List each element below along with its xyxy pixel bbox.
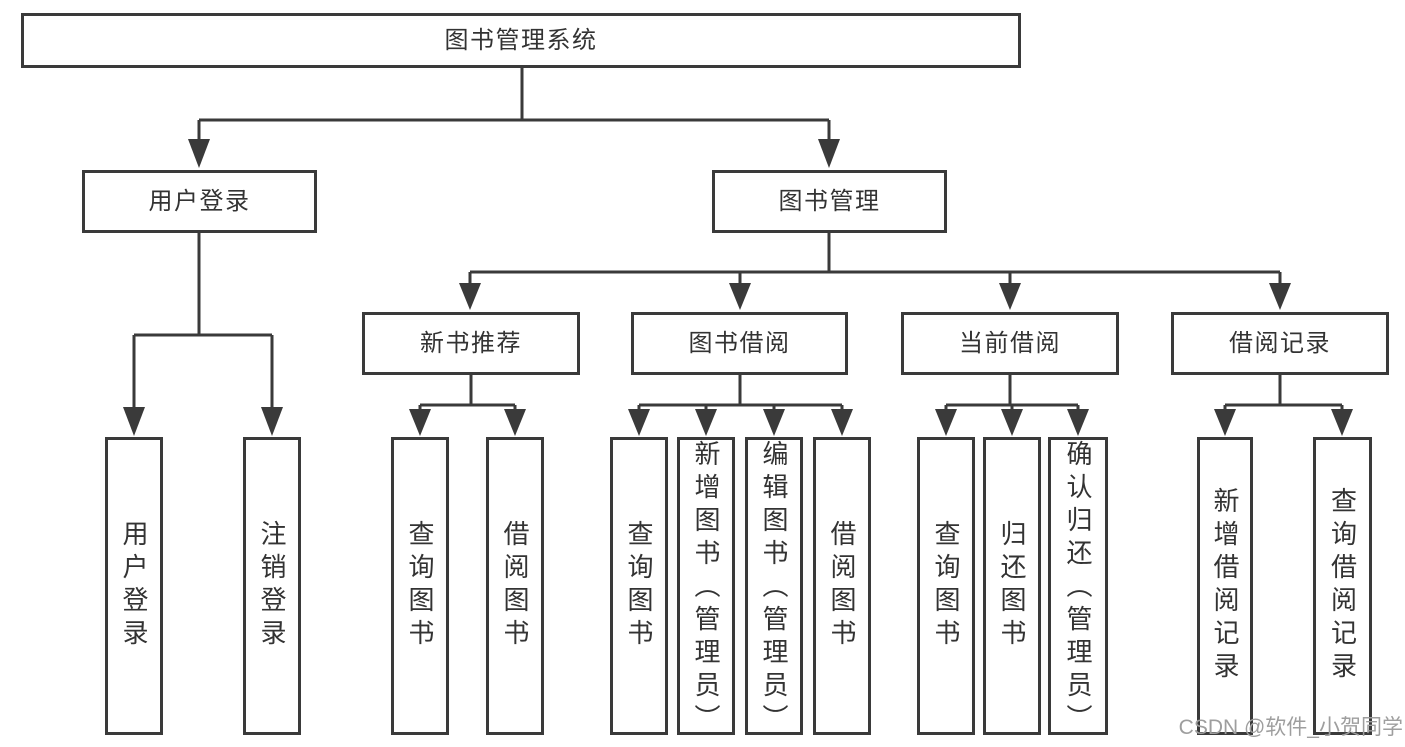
leaf-borrowing-query-books-label: 查询图书 bbox=[624, 520, 654, 652]
arrowhead-icon bbox=[999, 283, 1021, 310]
leaf-borrowing-query-books: 查询图书 bbox=[610, 437, 668, 735]
leaf-current-confirm-return-admin-label: 确认归还（管理员） bbox=[1063, 440, 1093, 737]
node-root-system: 图书管理系统 bbox=[21, 13, 1021, 68]
arrowhead-icon bbox=[729, 283, 751, 310]
leaf-newbook-query-books-label: 查询图书 bbox=[405, 520, 435, 652]
node-user-login-label: 用户登录 bbox=[148, 187, 251, 215]
leaf-newbook-borrow-books-label: 借阅图书 bbox=[500, 520, 530, 652]
node-current-borrowing-label: 当前借阅 bbox=[959, 329, 1061, 357]
node-user-login: 用户登录 bbox=[82, 170, 317, 233]
arrowhead-icon bbox=[504, 409, 526, 436]
leaf-current-confirm-return-admin: 确认归还（管理员） bbox=[1048, 437, 1108, 737]
arrowhead-icon bbox=[763, 409, 785, 436]
arrowheads bbox=[123, 139, 1353, 436]
leaf-current-query-books-label: 查询图书 bbox=[931, 520, 961, 652]
leaf-records-add-record: 新增借阅记录 bbox=[1197, 437, 1253, 735]
arrowhead-icon bbox=[935, 409, 957, 436]
node-book-management: 图书管理 bbox=[712, 170, 947, 233]
node-borrowing-records: 借阅记录 bbox=[1171, 312, 1389, 375]
leaf-borrowing-edit-books-admin-label: 编辑图书（管理员） bbox=[759, 440, 789, 737]
arrowhead-icon bbox=[831, 409, 853, 436]
leaf-records-query-record: 查询借阅记录 bbox=[1313, 437, 1372, 735]
leaf-borrowing-add-books-admin-label: 新增图书（管理员） bbox=[691, 440, 721, 737]
arrowhead-icon bbox=[459, 283, 481, 310]
leaf-logout: 注销登录 bbox=[243, 437, 301, 735]
node-current-borrowing: 当前借阅 bbox=[901, 312, 1119, 375]
leaf-user-login-label: 用户登录 bbox=[119, 520, 149, 652]
leaf-records-add-record-label: 新增借阅记录 bbox=[1210, 487, 1240, 685]
leaf-logout-label: 注销登录 bbox=[257, 520, 287, 652]
csdn-watermark: CSDN @软件_小贺同学 bbox=[1178, 716, 1403, 739]
leaf-current-query-books: 查询图书 bbox=[917, 437, 975, 735]
arrowhead-icon bbox=[409, 409, 431, 436]
arrowhead-icon bbox=[1214, 409, 1236, 436]
arrowhead-icon bbox=[1269, 283, 1291, 310]
leaf-records-query-record-label: 查询借阅记录 bbox=[1327, 487, 1358, 685]
leaf-current-return-books: 归还图书 bbox=[983, 437, 1041, 735]
node-borrowing-records-label: 借阅记录 bbox=[1229, 329, 1331, 357]
arrowhead-icon bbox=[628, 409, 650, 436]
leaf-newbook-query-books: 查询图书 bbox=[391, 437, 449, 735]
arrowhead-icon bbox=[261, 407, 283, 436]
leaf-borrowing-borrow-books: 借阅图书 bbox=[813, 437, 871, 735]
arrowhead-icon bbox=[1331, 409, 1353, 436]
node-root-label: 图书管理系统 bbox=[444, 26, 598, 54]
node-new-book-recommend-label: 新书推荐 bbox=[420, 329, 522, 357]
leaf-borrowing-borrow-books-label: 借阅图书 bbox=[827, 520, 857, 652]
arrowhead-icon bbox=[695, 409, 717, 436]
node-new-book-recommend: 新书推荐 bbox=[362, 312, 580, 375]
leaf-user-login: 用户登录 bbox=[105, 437, 163, 735]
node-book-borrowing: 图书借阅 bbox=[631, 312, 848, 375]
leaf-current-return-books-label: 归还图书 bbox=[997, 520, 1027, 652]
arrowhead-icon bbox=[818, 139, 840, 168]
node-book-management-label: 图书管理 bbox=[778, 187, 881, 215]
node-book-borrowing-label: 图书借阅 bbox=[688, 329, 791, 357]
arrowhead-icon bbox=[188, 139, 210, 168]
leaf-borrowing-add-books-admin: 新增图书（管理员） bbox=[677, 437, 735, 737]
leaf-borrowing-edit-books-admin: 编辑图书（管理员） bbox=[745, 437, 803, 737]
leaf-newbook-borrow-books: 借阅图书 bbox=[486, 437, 544, 735]
arrowhead-icon bbox=[1001, 409, 1023, 436]
arrowhead-icon bbox=[1067, 409, 1089, 436]
arrowhead-icon bbox=[123, 407, 145, 436]
